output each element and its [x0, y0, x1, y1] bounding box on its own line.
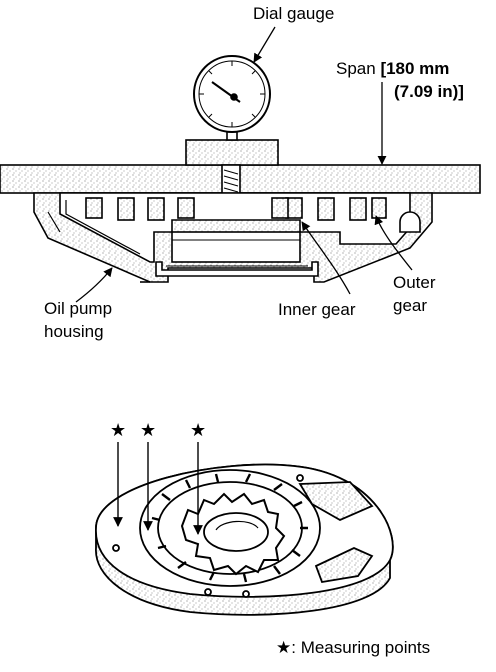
span-label: Span [180 mm	[336, 59, 449, 79]
dial-gauge-leader	[253, 26, 276, 63]
dial-gauge-label: Dial gauge	[253, 4, 335, 23]
inner-gear-label: Inner gear	[278, 300, 356, 319]
oil-pump-leader	[75, 267, 113, 303]
oil-pump-label-2: housing	[44, 322, 104, 341]
span-inches: (7.09 in)]	[394, 82, 464, 101]
measuring-point-star-2: ★	[140, 420, 157, 440]
span-mm: [180 mm	[380, 59, 450, 78]
gear-assembly-view	[95, 463, 394, 616]
outer-gear-label-2: gear	[393, 296, 428, 315]
cross-section-view	[0, 55, 481, 283]
outer-gear-label-1: Outer	[393, 273, 436, 292]
span-prefix: Span	[336, 59, 376, 78]
inner-gear-leader	[301, 221, 351, 295]
inner-gear-bore	[203, 512, 269, 552]
legend: ★: Measuring points	[276, 638, 430, 658]
legend-text: : Measuring points	[291, 638, 431, 657]
outer-gear-section	[155, 261, 319, 277]
measuring-point-star-1: ★	[110, 420, 127, 440]
gauge-block	[185, 139, 279, 166]
legend-star-icon: ★	[276, 638, 292, 657]
plate-slot-lower	[314, 547, 374, 584]
outer-gear-leader	[374, 215, 413, 271]
oil-pump-label-1: Oil pump	[44, 299, 113, 318]
inner-gear-section	[171, 231, 301, 263]
measuring-point-star-3: ★	[190, 420, 207, 440]
